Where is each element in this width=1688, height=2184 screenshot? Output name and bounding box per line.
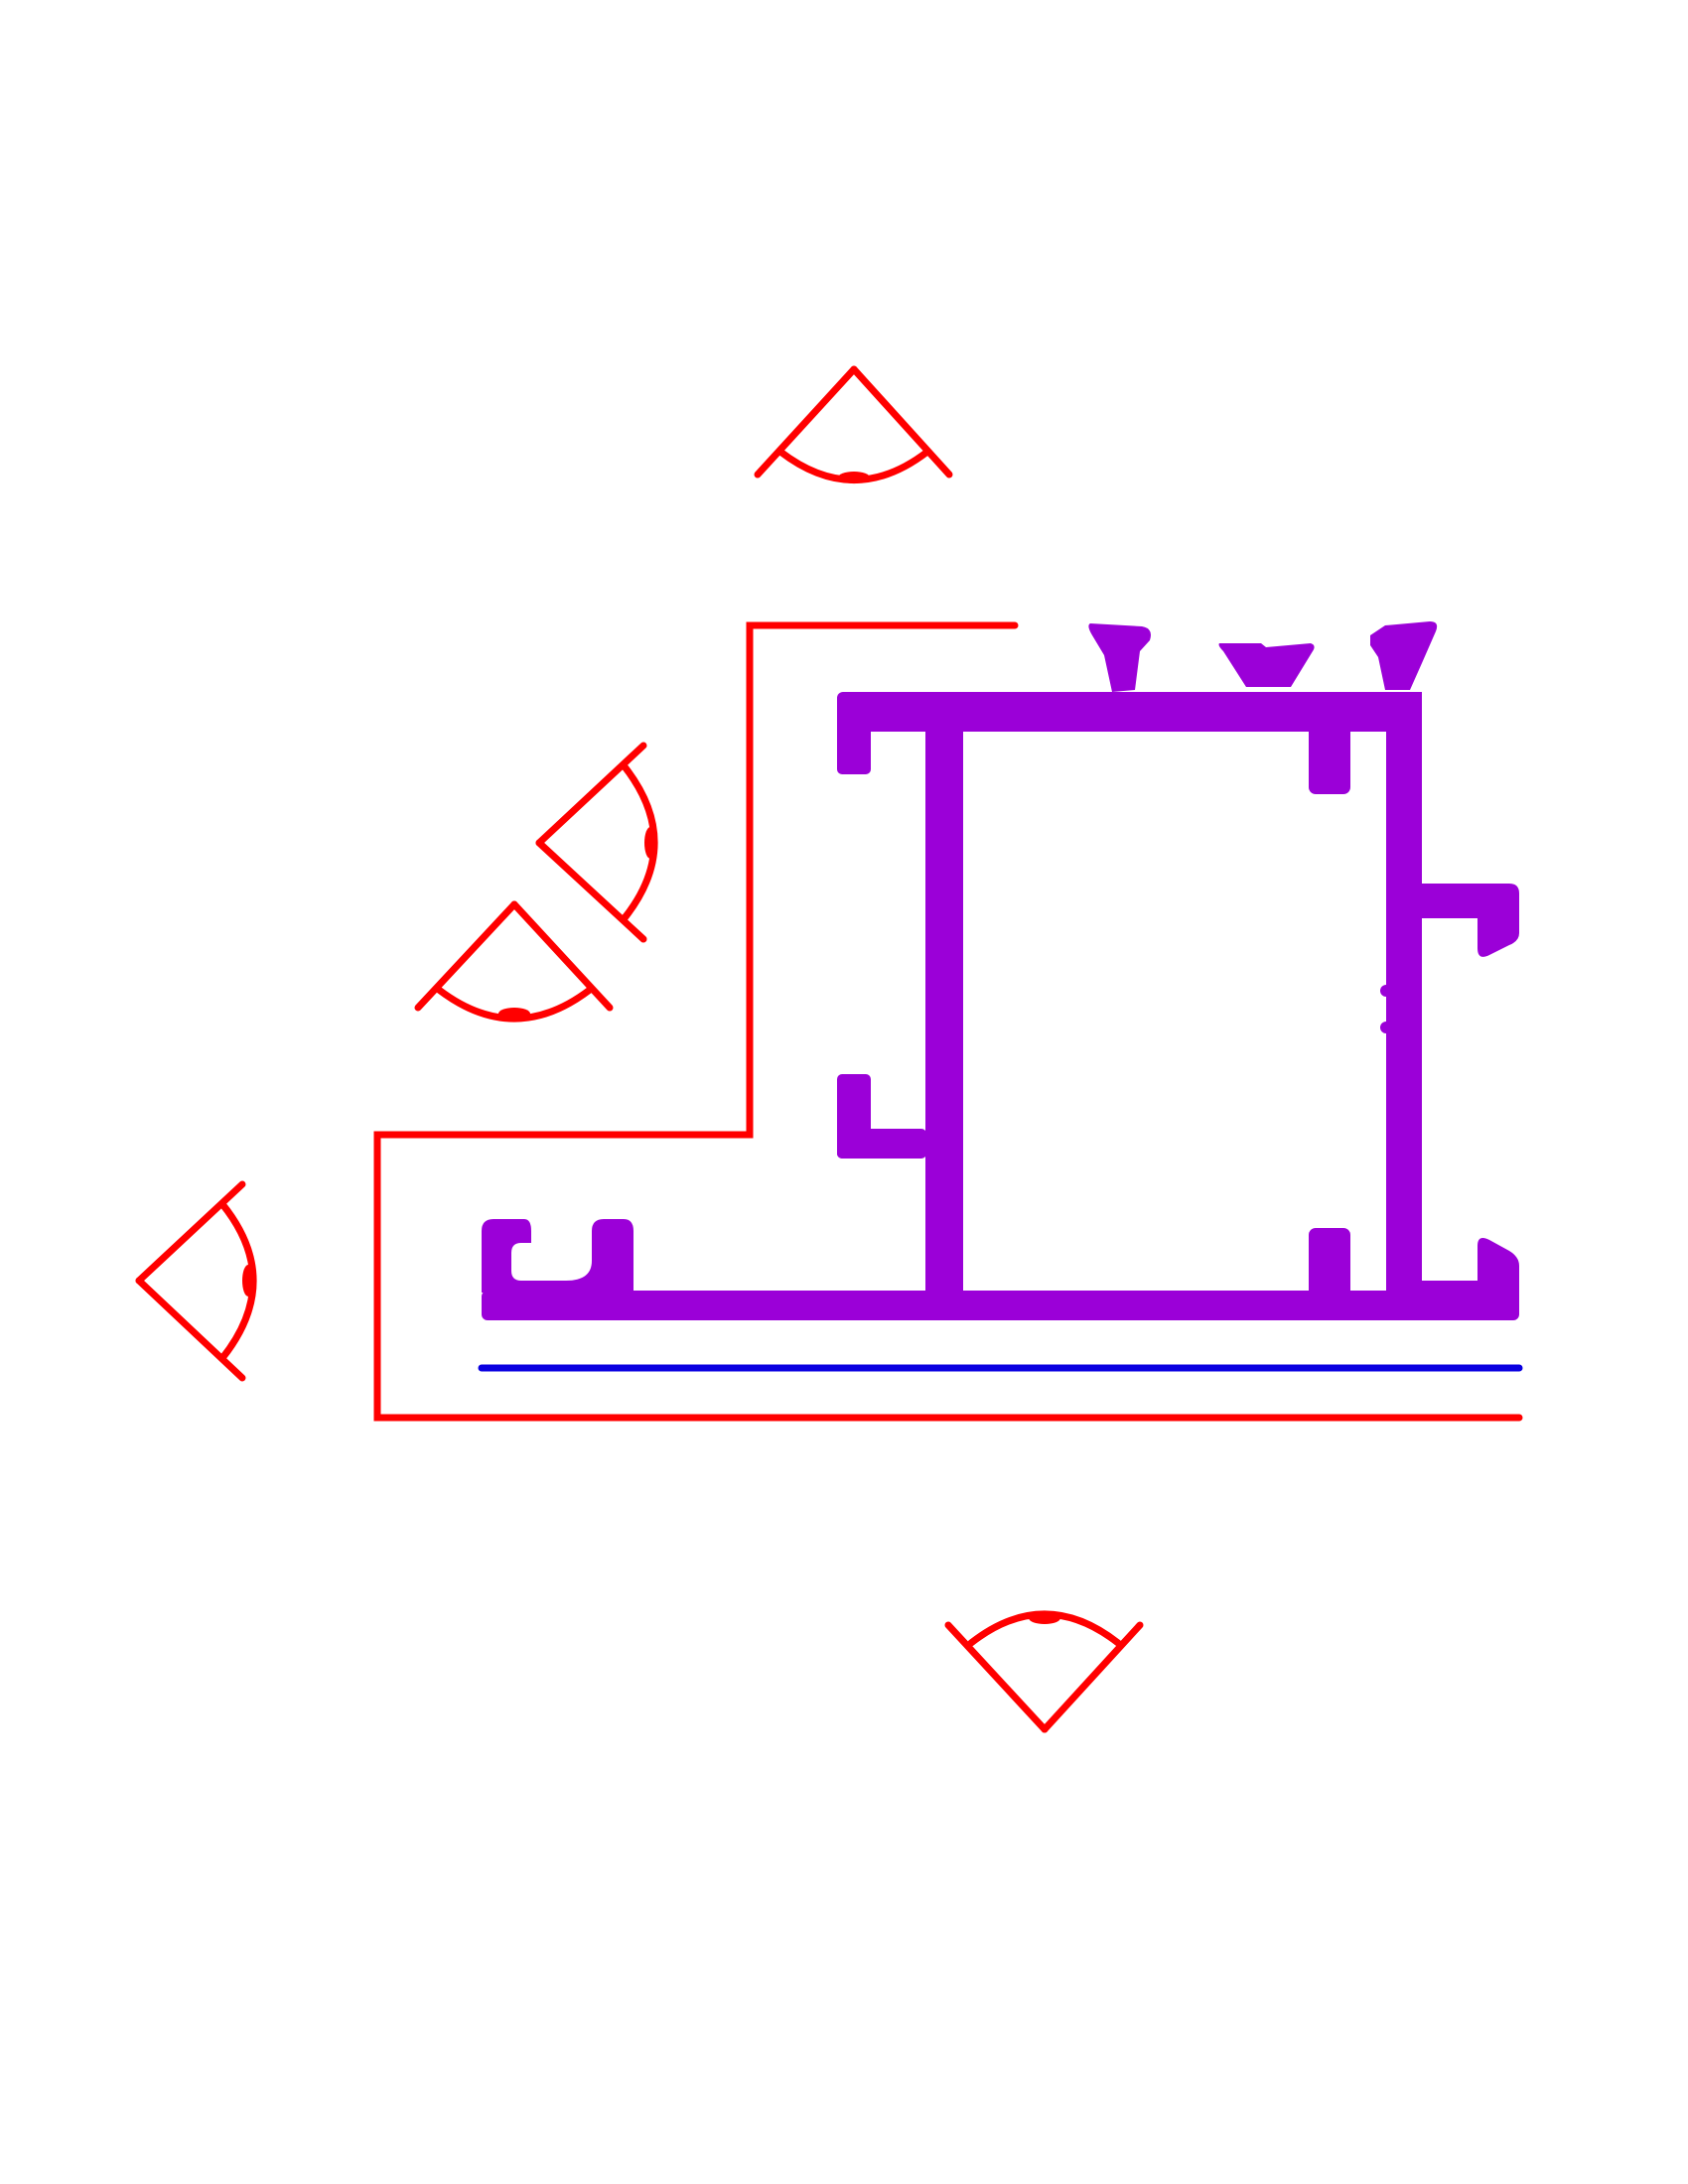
profile-top-tooth-2 xyxy=(1218,643,1315,687)
profile-bottom-inner-stub xyxy=(1309,1228,1350,1307)
aluminium-profile-section xyxy=(482,621,1519,1320)
profile-right-bottom-hook xyxy=(1410,1238,1519,1300)
eye-icon-bottom xyxy=(944,1610,1144,1733)
profile-base-bar xyxy=(482,1291,1519,1320)
profile-left-hook xyxy=(482,1219,633,1293)
profile-right-wall-notch-2 xyxy=(1380,1022,1392,1033)
profile-right-wall-notch-1 xyxy=(1380,985,1392,997)
profile-top-tooth-1 xyxy=(1088,623,1151,692)
eye-icon-top xyxy=(754,365,953,483)
profile-top-tooth-3 xyxy=(1370,621,1438,690)
eye-icon-upper-left xyxy=(535,742,658,943)
profile-left-wall-notch xyxy=(925,921,933,935)
stepped-outline xyxy=(373,621,1523,1422)
eye-icon-left xyxy=(135,1180,257,1382)
profile-top-wall xyxy=(837,692,1421,732)
profile-left-bottom-lip xyxy=(837,1129,926,1159)
profile-right-inner-wall xyxy=(1386,692,1422,1288)
profile-left-wall xyxy=(925,715,963,1308)
eye-icon-middle-left xyxy=(414,900,614,1023)
profile-top-inner-stub xyxy=(1309,715,1350,794)
profile-right-mid-hook xyxy=(1410,884,1519,957)
